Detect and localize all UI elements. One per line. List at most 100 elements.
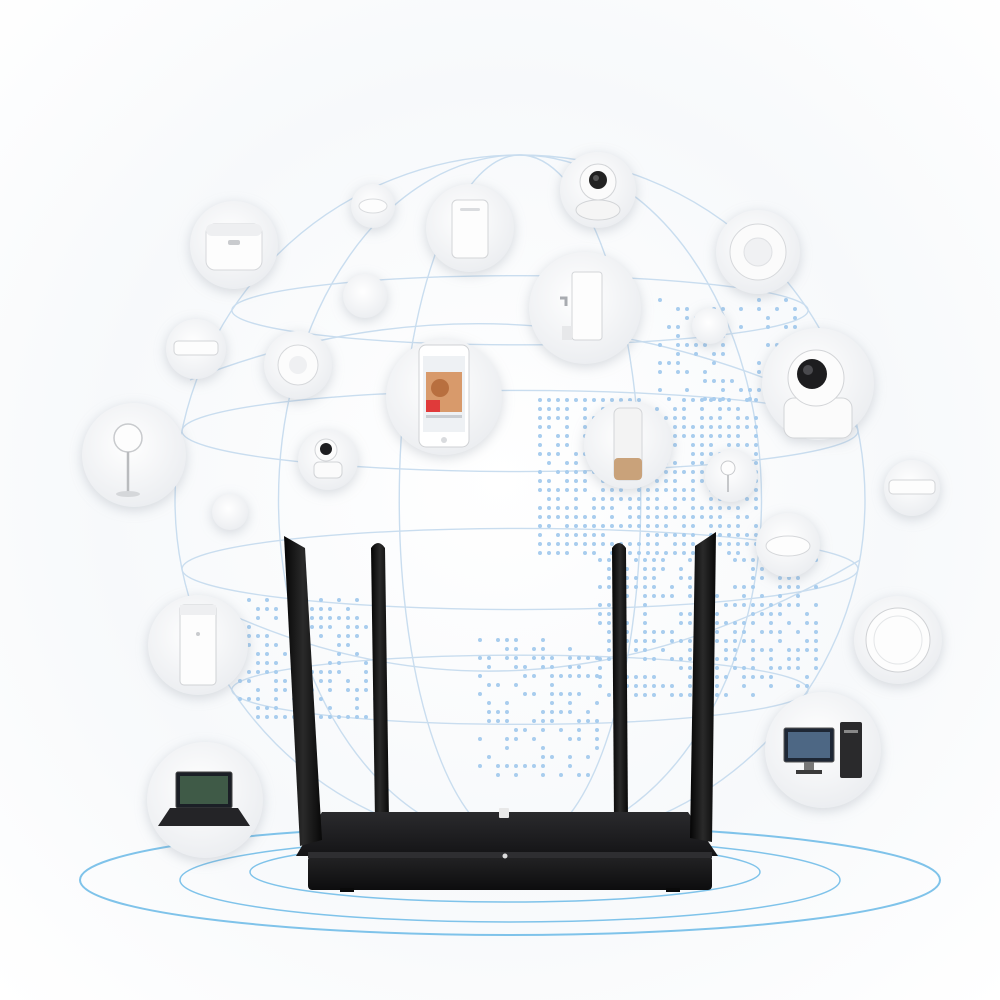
globe-dot	[652, 558, 656, 562]
globe-dot	[634, 558, 638, 562]
globe-dot	[778, 666, 782, 670]
globe-dot	[751, 666, 755, 670]
globe-dot	[478, 737, 482, 741]
globe-dot	[679, 621, 683, 625]
globe-dot	[637, 524, 641, 528]
globe-dot	[595, 719, 599, 723]
globe-dot	[733, 639, 737, 643]
standing-fan-icon	[82, 403, 186, 507]
globe-dot	[814, 666, 818, 670]
globe-dot	[745, 443, 749, 447]
globe-dot	[742, 585, 746, 589]
globe-dot	[664, 515, 668, 519]
globe-dot	[595, 674, 599, 678]
globe-dot	[751, 558, 755, 562]
globe-dot	[691, 398, 695, 402]
globe-dot	[796, 585, 800, 589]
globe-dot	[598, 666, 602, 670]
globe-dot	[265, 670, 269, 674]
ceiling-light-icon	[351, 184, 395, 228]
globe-dot	[769, 684, 773, 688]
globe-dot	[637, 497, 641, 501]
globe-dot	[646, 551, 650, 555]
globe-dot	[310, 625, 314, 629]
globe-dot	[346, 625, 350, 629]
globe-dot	[586, 755, 590, 759]
globe-dot	[721, 307, 725, 311]
globe-dot	[607, 576, 611, 580]
globe-dot	[718, 434, 722, 438]
globe-dot	[556, 515, 560, 519]
globe-dot	[319, 607, 323, 611]
globe-dot	[673, 407, 677, 411]
globe-dot	[709, 416, 713, 420]
globe-dot	[733, 558, 737, 562]
globe-dot	[643, 693, 647, 697]
globe-dot	[691, 479, 695, 483]
smart-speaker-icon	[584, 401, 672, 489]
globe-dot	[751, 639, 755, 643]
globe-dot	[319, 616, 323, 620]
globe-dot	[328, 715, 332, 719]
globe-dot	[556, 434, 560, 438]
globe-dot	[583, 407, 587, 411]
globe-dot	[577, 719, 581, 723]
globe-dot	[538, 479, 542, 483]
globe-dot	[532, 719, 536, 723]
globe-dot	[328, 625, 332, 629]
globe-dot	[736, 434, 740, 438]
globe-dot	[637, 551, 641, 555]
globe-dot	[691, 506, 695, 510]
globe-dot	[718, 533, 722, 537]
security-camera-icon	[560, 152, 636, 228]
globe-dot	[256, 607, 260, 611]
globe-dot	[568, 755, 572, 759]
globe-dot	[550, 656, 554, 660]
globe-dot	[592, 506, 596, 510]
globe-dot	[721, 388, 725, 392]
globe-dot	[610, 488, 614, 492]
globe-dot	[643, 603, 647, 607]
globe-dot	[505, 737, 509, 741]
globe-dot	[337, 661, 341, 665]
smoke-detector-icon	[692, 308, 728, 344]
globe-dot	[748, 388, 752, 392]
globe-dot	[724, 603, 728, 607]
globe-dot	[565, 524, 569, 528]
globe-dot	[754, 533, 758, 537]
globe-dot	[643, 567, 647, 571]
globe-dot	[337, 616, 341, 620]
globe-dot	[715, 666, 719, 670]
air-purifier-icon	[148, 595, 248, 695]
globe-dot	[541, 665, 545, 669]
globe-dot	[547, 515, 551, 519]
globe-dot	[679, 693, 683, 697]
globe-dot	[709, 434, 713, 438]
globe-dot	[607, 630, 611, 634]
globe-dot	[559, 674, 563, 678]
globe-dot	[346, 715, 350, 719]
globe-dot	[583, 542, 587, 546]
globe-dot	[742, 630, 746, 634]
globe-dot	[688, 594, 692, 598]
globe-dot	[610, 542, 614, 546]
globe-dot	[667, 397, 671, 401]
globe-dot	[751, 603, 755, 607]
globe-dot	[796, 603, 800, 607]
globe-dot	[265, 661, 269, 665]
globe-dot	[355, 688, 359, 692]
globe-dot	[238, 679, 242, 683]
router-antenna-back-left	[371, 543, 389, 820]
globe-dot	[565, 434, 569, 438]
globe-dot	[265, 598, 269, 602]
globe-dot	[703, 370, 707, 374]
globe-dot	[346, 634, 350, 638]
globe-dot	[592, 533, 596, 537]
globe-dot	[664, 533, 668, 537]
globe-dot	[652, 594, 656, 598]
globe-dot	[568, 665, 572, 669]
ceiling-light-icon	[756, 513, 820, 577]
globe-dot	[628, 506, 632, 510]
globe-dot	[328, 706, 332, 710]
